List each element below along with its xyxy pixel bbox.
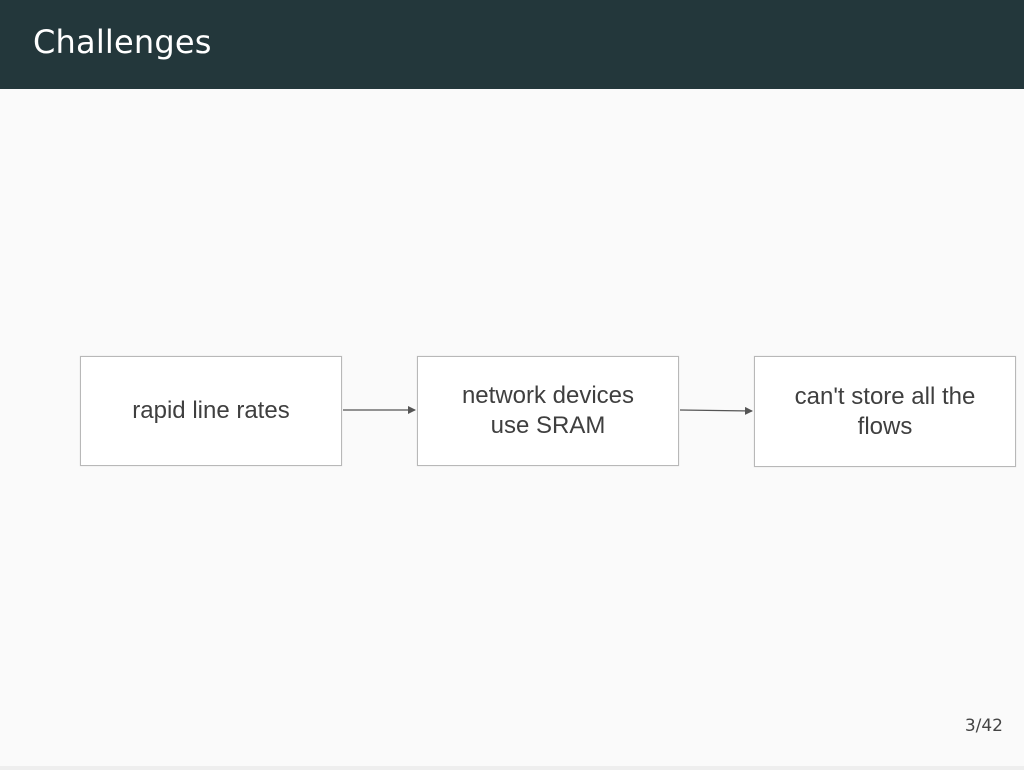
box-label: rapid line rates — [132, 397, 290, 424]
box-cant-store-all-flows: can't store all the flows — [754, 356, 1016, 467]
box-label: network devices use SRAM — [461, 382, 635, 439]
box-network-devices-use-sram: network devices use SRAM — [417, 356, 679, 466]
box-label: can't store all the flows — [794, 382, 976, 440]
slide-title: Challenges — [33, 23, 212, 61]
footer-progress-bar — [0, 766, 1024, 770]
page-number: 3/42 — [964, 716, 1003, 736]
box-rapid-line-rates: rapid line rates — [80, 356, 342, 466]
slide-header: Challenges — [0, 0, 1024, 89]
